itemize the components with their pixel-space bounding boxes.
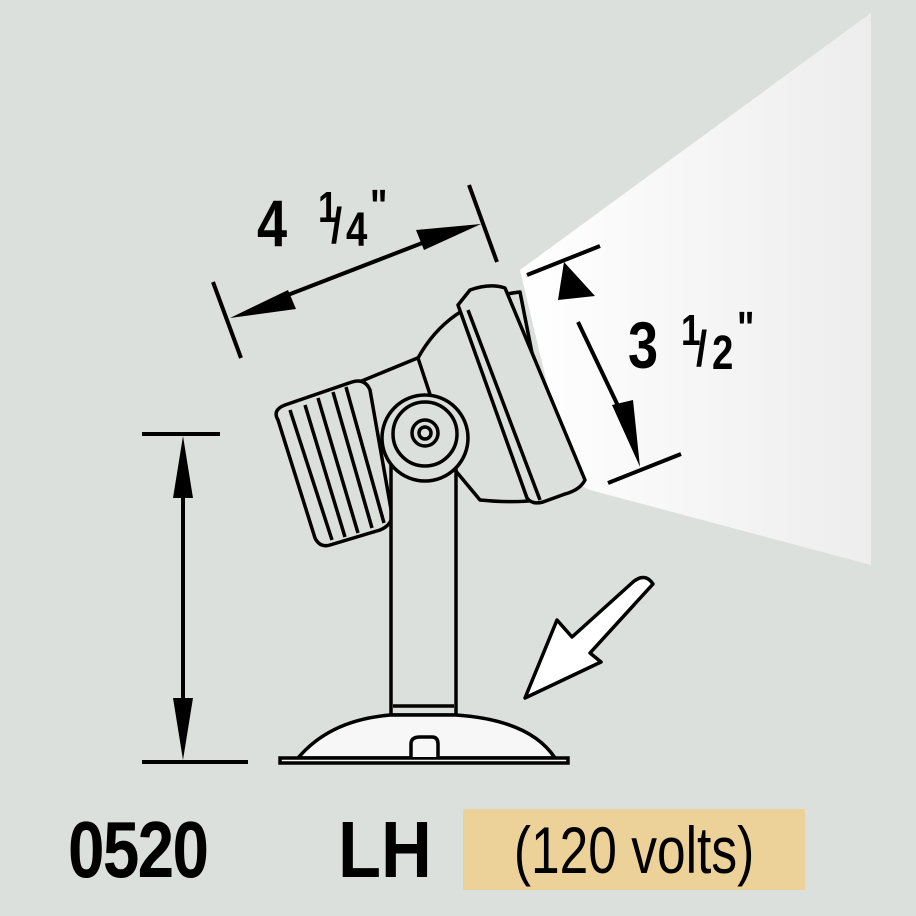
model-number: 0520 bbox=[68, 805, 209, 894]
light-beam bbox=[520, 13, 871, 565]
stem bbox=[389, 458, 458, 717]
mounting-base bbox=[278, 713, 570, 765]
lens-fraction-slash: / bbox=[696, 321, 707, 377]
ribbed-rear-section bbox=[274, 379, 394, 548]
lens-ring bbox=[456, 284, 587, 505]
lens-fraction-den: 2 bbox=[712, 327, 733, 380]
length-fraction-num: 1 bbox=[318, 183, 338, 232]
model-variant: LH bbox=[338, 805, 432, 894]
pivot-knob bbox=[380, 393, 470, 483]
lens-label: 3 bbox=[628, 308, 658, 382]
voltage-badge: (120 volts) bbox=[463, 809, 805, 890]
voltage-label: (120 volts) bbox=[513, 812, 755, 887]
direction-arrow-icon bbox=[523, 575, 655, 700]
length-fraction-slash: / bbox=[331, 198, 342, 254]
lens-unit: " bbox=[737, 302, 754, 354]
lens-dimension bbox=[526, 244, 682, 485]
product-caption: 0520 LH (120 volts) bbox=[68, 800, 805, 900]
length-fraction-den: 4 bbox=[346, 204, 367, 257]
length-label: 4 bbox=[257, 186, 287, 260]
length-dimension bbox=[211, 184, 499, 359]
height-dimension bbox=[142, 432, 248, 764]
lens-fraction-num: 1 bbox=[681, 306, 701, 355]
length-unit: " bbox=[370, 180, 387, 232]
